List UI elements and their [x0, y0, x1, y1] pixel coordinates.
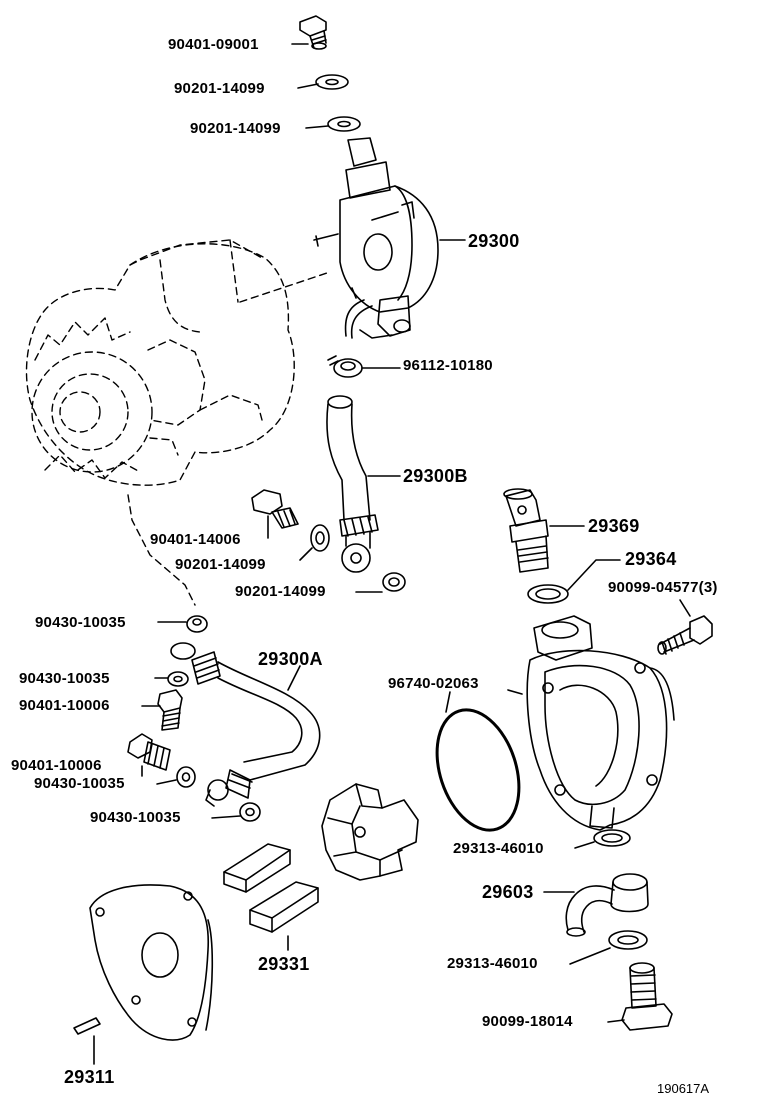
washer-90201-14099-b: [327, 116, 361, 132]
hose-29300B: [326, 395, 379, 573]
bolt-90401-10006-b: [127, 733, 171, 771]
washer-90201-14099-a: [315, 74, 349, 90]
bolt-90401-09001: [299, 15, 327, 50]
label-90201-14099-d: 90201-14099: [235, 583, 326, 600]
gasket-29364: [527, 584, 569, 604]
label-90401-10006-b: 90401-10006: [11, 757, 102, 774]
bolt-90401-14006: [251, 489, 299, 529]
leader-90201-14099-b: [305, 125, 329, 129]
label-90099-18014: 90099-18014: [482, 1013, 573, 1030]
rotor: [321, 783, 419, 881]
washer-90430-10035-b: [167, 671, 189, 687]
leader-29313-46010-a: [574, 841, 595, 849]
pin-29311: [73, 1017, 101, 1035]
label-90099-04577: 90099-04577(3): [608, 579, 718, 596]
washer-90430-10035-c: [176, 766, 196, 788]
leader-29364: [567, 559, 621, 591]
washer-90201-14099-c: [310, 524, 330, 552]
vanes-29331: [223, 843, 319, 933]
leader-90201-14099-a: [297, 83, 319, 89]
leader-90430-10035-c: [156, 779, 177, 785]
label-96740-02063: 96740-02063: [388, 675, 479, 692]
label-90430-10035-c: 90430-10035: [34, 775, 125, 792]
pump-housing: [526, 615, 675, 831]
label-29313-46010-a: 29313-46010: [453, 840, 544, 857]
bolt-90099-04577: [657, 615, 713, 655]
label-90201-14099-a: 90201-14099: [174, 80, 265, 97]
bolt-90099-18014: [621, 962, 673, 1031]
label-90201-14099-c: 90201-14099: [175, 556, 266, 573]
leader-90430-10035-d: [211, 815, 241, 819]
vacuum-pump-29300: [313, 137, 439, 339]
leader-90099-04577: [679, 599, 691, 617]
label-90430-10035-a: 90430-10035: [35, 614, 126, 631]
leader-29300A: [287, 665, 301, 691]
label-90430-10035-d: 90430-10035: [90, 809, 181, 826]
gasket-29313-46010-a: [593, 829, 631, 847]
oil-pipe-29300A: [170, 642, 321, 807]
label-90430-10035-b: 90430-10035: [19, 670, 110, 687]
label-90401-10006-a: 90401-10006: [19, 697, 110, 714]
label-29300: 29300: [468, 231, 520, 251]
label-90201-14099-b: 90201-14099: [190, 120, 281, 137]
label-29313-46010-b: 29313-46010: [447, 955, 538, 972]
gasket-29313-46010-b: [608, 930, 648, 950]
leader-96740-02063-b: [507, 689, 523, 695]
label-96112-10180: 96112-10180: [403, 357, 493, 374]
clamp-96112-10180: [327, 355, 363, 378]
label-29300B: 29300B: [403, 466, 468, 486]
washer-90430-10035-d: [239, 802, 261, 822]
washer-90201-14099-d: [382, 572, 406, 592]
leader-29313-46010-b: [569, 947, 611, 965]
leader-96740-02063: [445, 691, 451, 713]
label-90401-14006: 90401-14006: [150, 531, 241, 548]
label-90401-09001: 90401-09001: [168, 36, 259, 53]
leader-90201-14099-c: [299, 547, 313, 561]
label-29369: 29369: [588, 516, 640, 536]
label-29311: 29311: [64, 1067, 115, 1087]
label-29603: 29603: [482, 882, 534, 902]
fitting-29603: [565, 873, 649, 937]
leader-90099-18014: [607, 1019, 625, 1023]
o-ring-96740-02063: [435, 708, 521, 832]
figure-reference: 190617A: [657, 1081, 710, 1096]
alternator-outline: [25, 239, 331, 606]
label-29331: 29331: [258, 954, 310, 974]
label-29364: 29364: [625, 549, 677, 569]
washer-90430-10035-a: [186, 615, 208, 633]
label-29300A: 29300A: [258, 649, 323, 669]
cover-plate: [89, 884, 214, 1041]
bolt-90401-10006-a: [157, 689, 183, 731]
union-bolt-29369: [503, 488, 549, 573]
